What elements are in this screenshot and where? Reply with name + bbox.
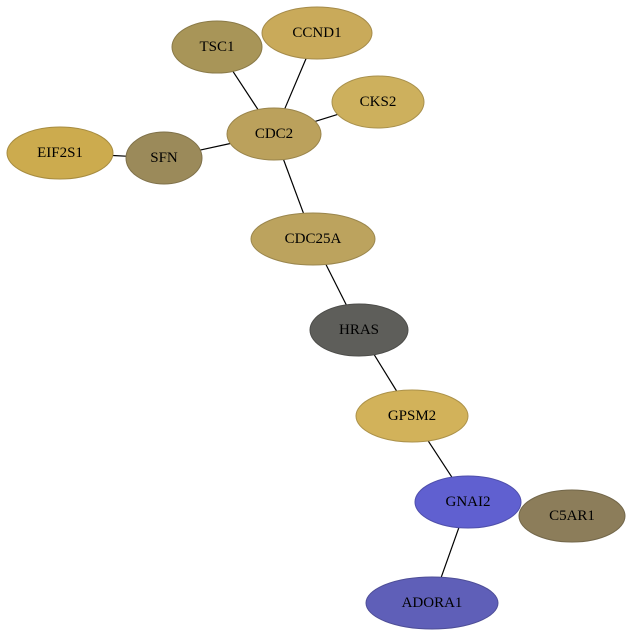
node-ellipse (125, 131, 203, 185)
node-label: SFN (150, 150, 178, 166)
node-c5ar1: C5AR1 (518, 489, 626, 543)
node-ellipse (365, 576, 499, 630)
edge-cdc2-cdc25a (282, 159, 305, 214)
node-gpsm2: GPSM2 (355, 389, 469, 443)
node-adora1: ADORA1 (365, 576, 499, 630)
edge-gnai2-adora1 (440, 527, 460, 578)
edge-cdc25a-hras (325, 264, 347, 306)
node-ellipse (261, 6, 373, 60)
node-cks2: CKS2 (331, 75, 425, 129)
node-ellipse (518, 489, 626, 543)
node-label: CDC25A (285, 231, 342, 247)
node-tsc1: TSC1 (171, 20, 263, 74)
node-label: CKS2 (360, 94, 397, 110)
node-hras: HRAS (309, 303, 409, 357)
node-label: HRAS (339, 322, 379, 338)
node-ellipse (226, 107, 322, 161)
edge-ccnd1-cdc2 (284, 58, 307, 109)
node-ellipse (6, 126, 114, 180)
node-label: C5AR1 (549, 508, 595, 524)
edge-sfn-cdc2 (200, 142, 231, 151)
node-ellipse (250, 212, 376, 266)
node-ellipse (309, 303, 409, 357)
edge-hras-gpsm2 (373, 354, 398, 392)
edge-gpsm2-gnai2 (427, 440, 453, 478)
edge-eif2s1-sfn (112, 154, 127, 157)
node-ellipse (355, 389, 469, 443)
node-ellipse (414, 475, 522, 529)
node-eif2s1: EIF2S1 (6, 126, 114, 180)
node-cdc25a: CDC25A (250, 212, 376, 266)
node-cdc2: CDC2 (226, 107, 322, 161)
node-label: GPSM2 (388, 408, 436, 424)
edge-layer (112, 58, 460, 578)
node-label: CCND1 (292, 25, 341, 41)
edge-cks2-cdc2 (314, 113, 338, 122)
node-label: GNAI2 (446, 494, 491, 510)
node-label: ADORA1 (402, 595, 463, 611)
node-gnai2: GNAI2 (414, 475, 522, 529)
node-ccnd1: CCND1 (261, 6, 373, 60)
edge-tsc1-cdc2 (232, 70, 259, 110)
node-ellipse (331, 75, 425, 129)
node-label: EIF2S1 (37, 145, 83, 161)
node-sfn: SFN (125, 131, 203, 185)
node-label: CDC2 (255, 126, 293, 142)
node-label: TSC1 (199, 39, 234, 55)
node-ellipse (171, 20, 263, 74)
